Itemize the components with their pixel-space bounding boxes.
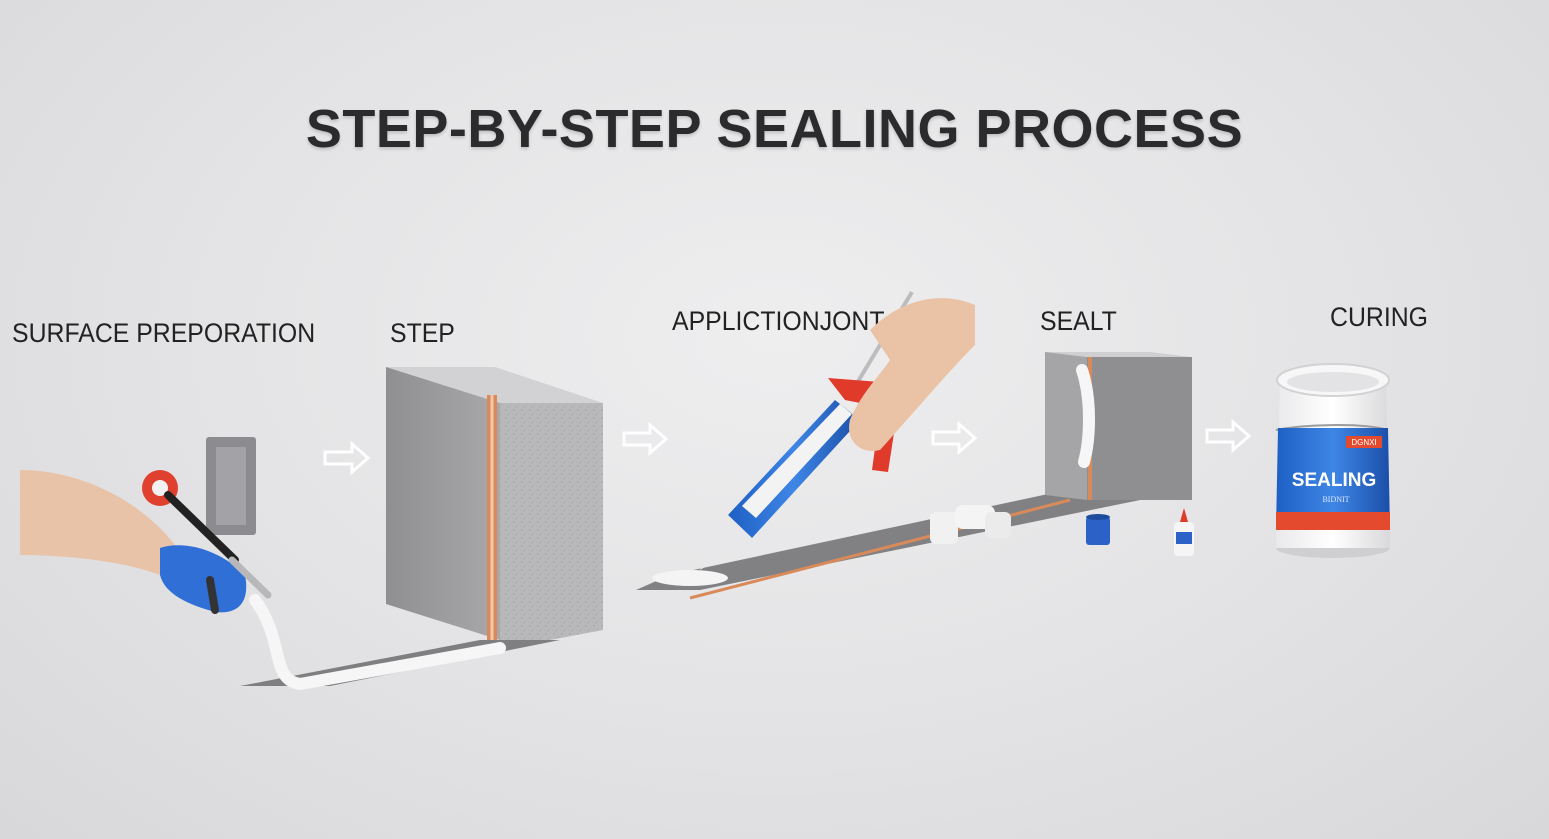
surface-preparation-scene (20, 437, 560, 691)
sealant-scene (930, 352, 1194, 556)
arrow-icon (622, 421, 669, 457)
sealant-bucket-scene: DGNXI SEALING BIDNIT (1275, 363, 1390, 558)
page-title: STEP-BY-STEP SEALING PROCESS (305, 99, 1244, 159)
step-label-curing: CURING (1330, 302, 1428, 332)
bucket-label (1276, 428, 1390, 530)
step-label-step: STEP (390, 318, 455, 348)
bucket-brand: DGNXI (1351, 438, 1376, 447)
bucket-title: SEALING (1292, 470, 1376, 491)
step-label-sealant: SEALT (1040, 306, 1117, 336)
arrow-icon (323, 440, 371, 476)
step-label-application-joint: APPLICTIONJONT (672, 306, 885, 336)
arrow-icon (931, 420, 978, 456)
bucket-subtitle: BIDNIT (1322, 495, 1349, 504)
blue-glove (160, 545, 247, 613)
concrete-block-scene (386, 367, 603, 640)
step-label-surface-preparation: SURFACE PREPORATION (12, 318, 316, 348)
arrow-icon (1205, 418, 1252, 454)
